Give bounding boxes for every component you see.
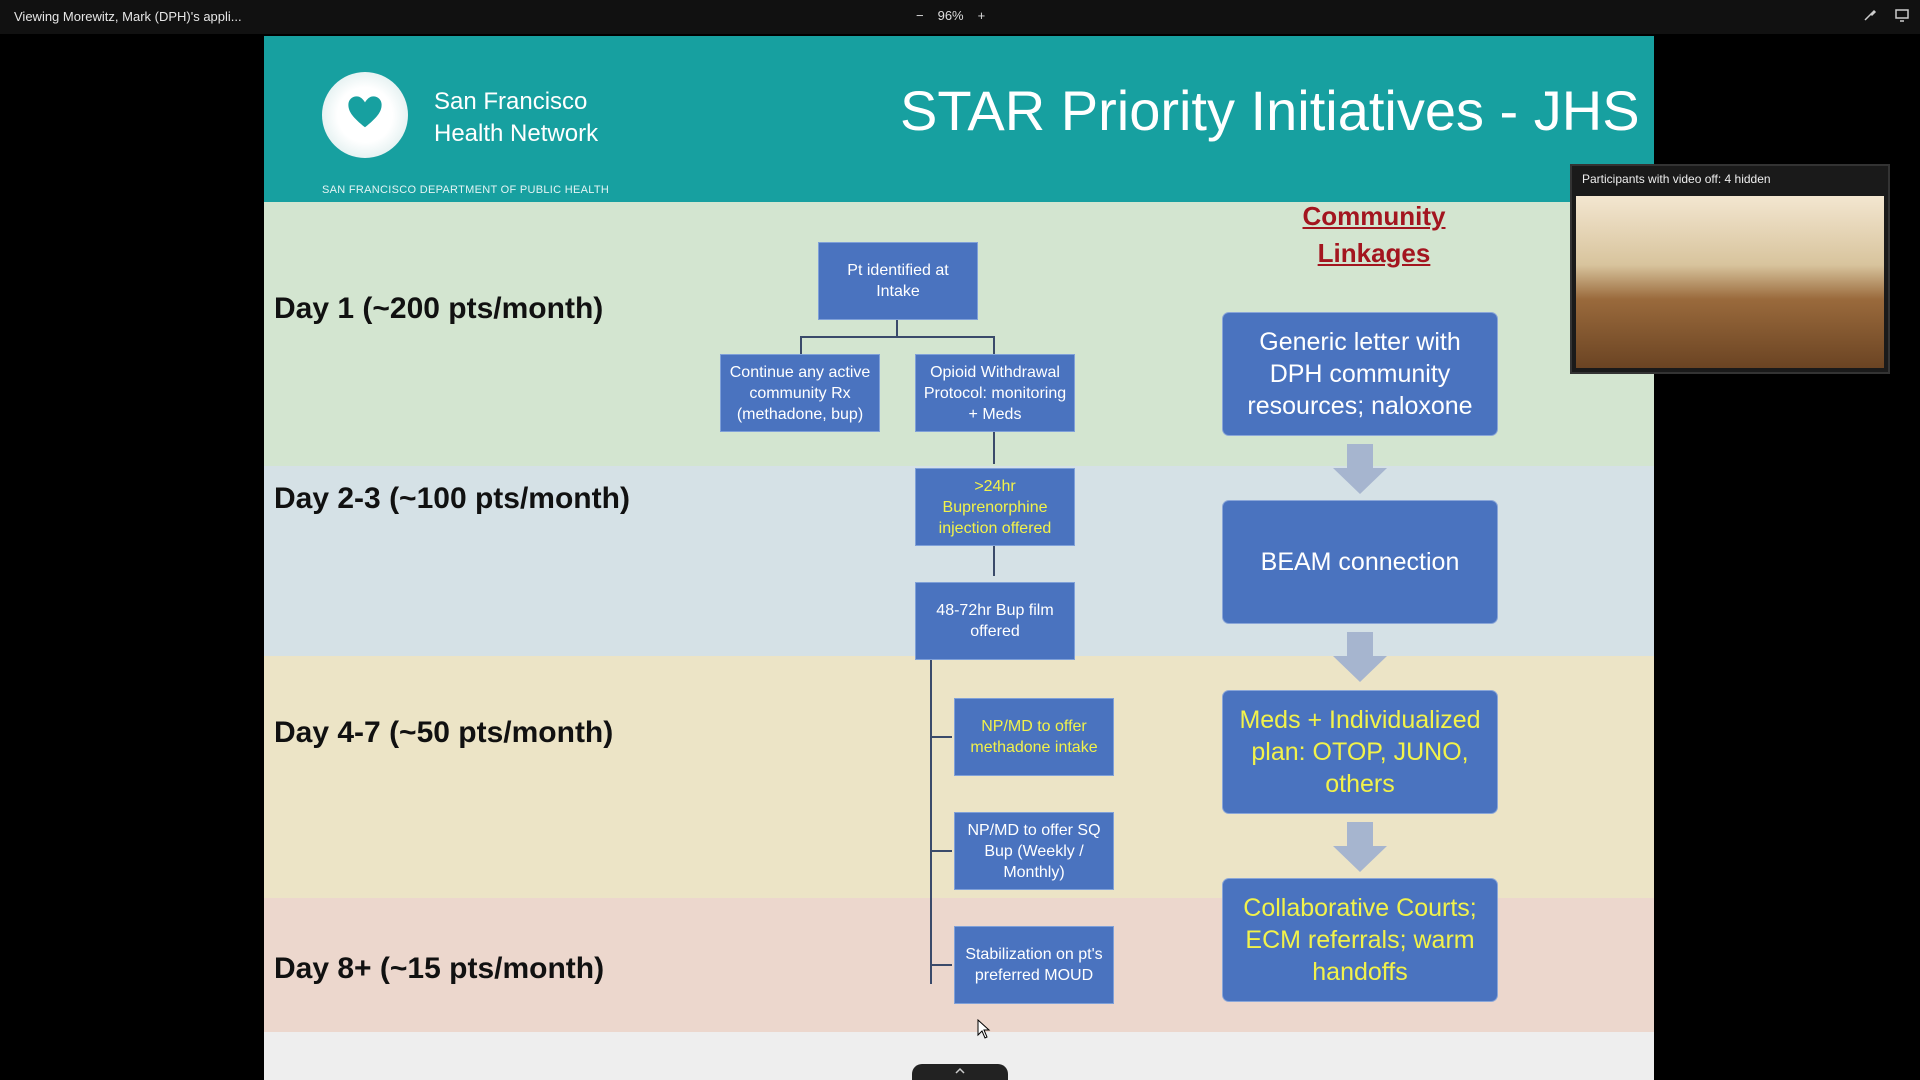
flow-stabilization: Stabilization on pt's preferred MOUD xyxy=(954,926,1114,1004)
down-arrow-icon xyxy=(1333,822,1387,872)
shared-slide: San Francisco Health Network SAN FRANCIS… xyxy=(264,36,1654,1080)
community-item: BEAM connection xyxy=(1222,500,1498,624)
connector xyxy=(930,656,932,984)
sfhn-logo xyxy=(322,72,408,158)
connector xyxy=(800,336,994,338)
participant-video-feed xyxy=(1576,196,1884,368)
zoom-controls: − 96% + xyxy=(916,8,985,23)
connector xyxy=(993,544,995,576)
chevron-up-icon xyxy=(955,1067,965,1074)
connector xyxy=(993,336,995,354)
community-item: Collaborative Courts; ECM referrals; war… xyxy=(1222,878,1498,1002)
connector xyxy=(993,430,995,464)
mouse-cursor-icon xyxy=(977,1019,991,1039)
connector xyxy=(800,336,802,354)
heart-icon xyxy=(348,96,382,128)
zoom-level: 96% xyxy=(937,8,964,23)
day-label: Day 2-3 (~100 pts/month) xyxy=(274,482,630,515)
slide-header: San Francisco Health Network SAN FRANCIS… xyxy=(264,36,1654,202)
flow-methadone-intake: NP/MD to offer methadone intake xyxy=(954,698,1114,776)
viewer-toolbar: Viewing Morewitz, Mark (DPH)'s appli... … xyxy=(0,0,1920,34)
slide-title: STAR Priority Initiatives - JHS xyxy=(900,79,1640,142)
annotate-icon[interactable] xyxy=(1862,7,1878,23)
participants-hidden-label: Participants with video off: 4 hidden xyxy=(1582,172,1771,186)
window-title: Viewing Morewitz, Mark (DPH)'s appli... xyxy=(14,9,242,24)
flow-intake: Pt identified at Intake xyxy=(818,242,978,320)
org-subtitle: SAN FRANCISCO DEPARTMENT OF PUBLIC HEALT… xyxy=(322,184,610,196)
org-name: San Francisco Health Network xyxy=(434,88,599,147)
community-linkages-heading: Community Linkages xyxy=(1302,201,1446,268)
flow-continue-rx: Continue any active community Rx (methad… xyxy=(720,354,880,432)
connector xyxy=(930,850,952,852)
participant-video-tile[interactable]: Participants with video off: 4 hidden xyxy=(1570,164,1890,374)
connector xyxy=(930,964,952,966)
day-label: Day 1 (~200 pts/month) xyxy=(274,292,604,325)
zoom-out-button[interactable]: − xyxy=(916,8,924,23)
flow-bup-film: 48-72hr Bup film offered xyxy=(915,582,1075,660)
expand-tab[interactable] xyxy=(912,1064,1008,1080)
connector xyxy=(896,320,898,336)
flow-sq-bup: NP/MD to offer SQ Bup (Weekly / Monthly) xyxy=(954,812,1114,890)
community-item: Meds + Individualized plan: OTOP, JUNO, … xyxy=(1222,690,1498,814)
screen-share-icon[interactable] xyxy=(1894,7,1910,23)
day-label: Day 8+ (~15 pts/month) xyxy=(274,952,605,985)
flow-withdrawal-protocol: Opioid Withdrawal Protocol: monitoring +… xyxy=(915,354,1075,432)
day-label: Day 4-7 (~50 pts/month) xyxy=(274,716,614,749)
down-arrow-icon xyxy=(1333,444,1387,494)
connector xyxy=(930,736,952,738)
zoom-in-button[interactable]: + xyxy=(977,8,986,23)
flow-bup-injection: >24hr Buprenorphine injection offered xyxy=(915,468,1075,546)
down-arrow-icon xyxy=(1333,632,1387,682)
community-item: Generic letter with DPH community resour… xyxy=(1222,312,1498,436)
